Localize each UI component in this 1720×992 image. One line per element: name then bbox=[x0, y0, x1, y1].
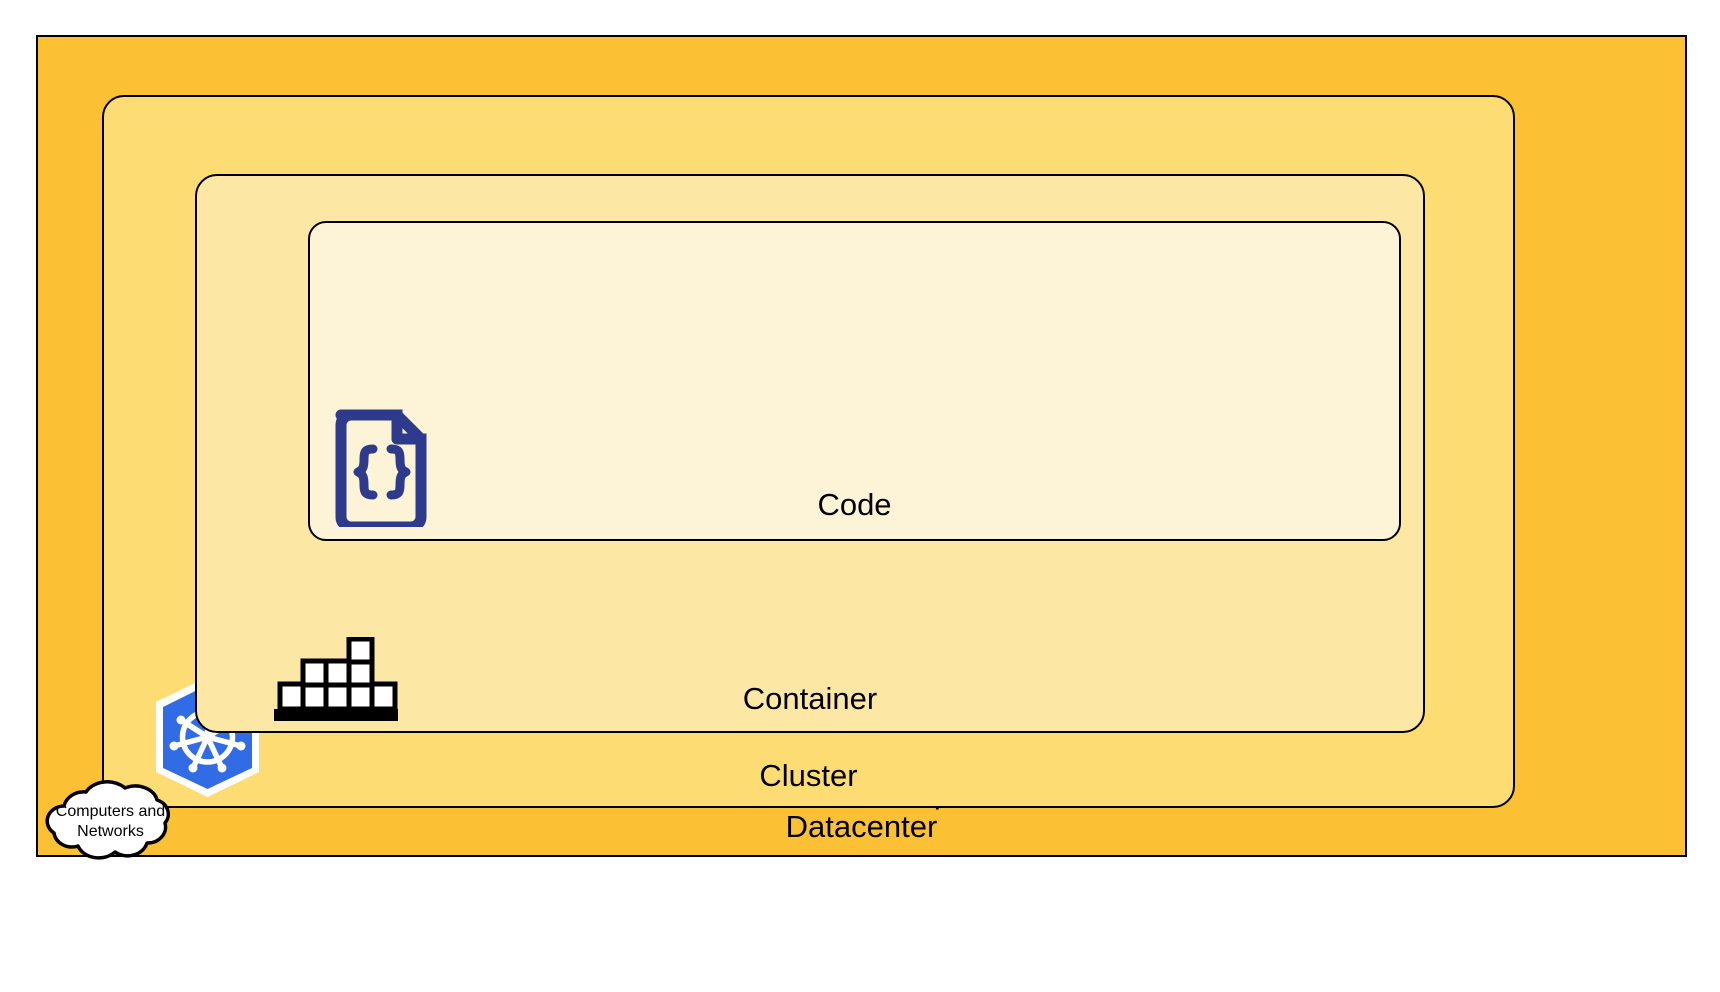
computers-and-networks-label: Computers and Networks bbox=[55, 802, 166, 840]
layer-cluster-label: Cluster bbox=[759, 758, 858, 794]
cloud-shape-icon bbox=[45, 780, 170, 860]
layer-container[interactable]: Container bbox=[195, 174, 1425, 733]
layer-cluster[interactable]: Cluster bbox=[102, 95, 1515, 808]
layer-datacenter[interactable]: Cloud/Co-Lo/Corporate Datacenter Cluster bbox=[36, 35, 1687, 857]
container-stack-icon bbox=[272, 636, 400, 723]
layer-code[interactable]: Code bbox=[308, 221, 1401, 541]
layer-container-label: Container bbox=[742, 681, 878, 717]
layer-code-label: Code bbox=[817, 487, 892, 523]
json-document-icon bbox=[329, 405, 433, 533]
computers-and-networks-callout[interactable]: Computers and Networks bbox=[28, 776, 193, 871]
